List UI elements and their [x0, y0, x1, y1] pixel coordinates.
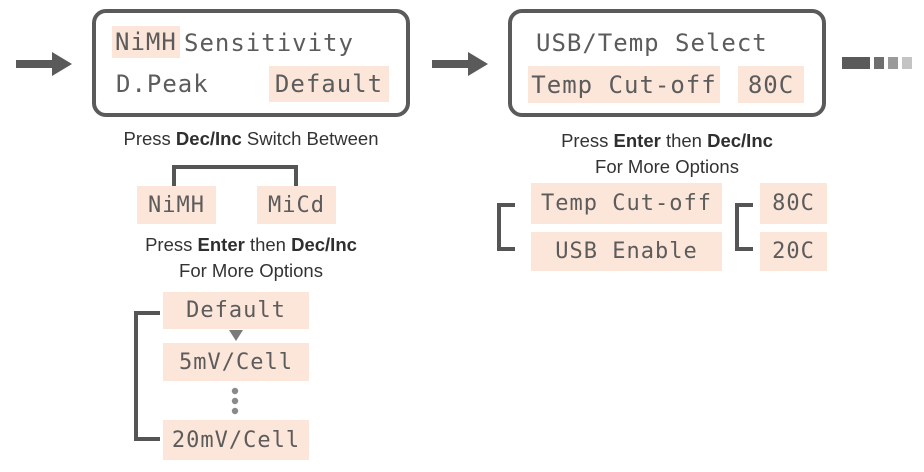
lcd-value: Default — [274, 70, 384, 98]
option-micd: MiCd — [257, 186, 336, 224]
sensitivity-option-default: Default — [163, 292, 309, 329]
lcd-screen-sensitivity: NiMH Sensitivity D.Peak Default — [92, 9, 410, 117]
lcd-screen-usb-temp: USB/Temp Select Temp Cut-off 80C — [508, 9, 826, 117]
continue-arrow-icon — [842, 57, 912, 69]
lcd-item: Temp Cut-off — [531, 70, 717, 99]
sensitivity-option-20mv: 20mV/Cell — [163, 420, 309, 460]
bracket-line — [134, 311, 138, 441]
bracket-line — [735, 203, 753, 207]
bracket-line — [497, 203, 515, 207]
lcd-value-highlight: Default — [269, 66, 389, 102]
next-arrow-icon — [432, 52, 488, 76]
bracket-line — [735, 203, 739, 251]
bracket-line — [497, 247, 515, 251]
ellipsis-icon — [231, 387, 239, 415]
arrow-down-icon — [229, 330, 243, 341]
instruction-dec-inc: Press Dec/Inc Switch Between — [123, 128, 379, 149]
bracket-connector — [172, 165, 298, 169]
bracket-line — [134, 437, 160, 441]
lcd-chemistry-highlight: NiMH — [112, 26, 180, 58]
temp-value-80c: 80C — [760, 183, 827, 224]
option-nimh: NiMH — [137, 186, 216, 224]
instruction-enter-dec-inc: Press Enter then Dec/Inc For More Option… — [145, 234, 357, 281]
lcd-temp-highlight: 80C — [738, 66, 804, 103]
usb-temp-option-usb-enable: USB Enable — [531, 232, 722, 271]
usb-temp-option-temp-cutoff: Temp Cut-off — [531, 183, 722, 224]
entry-arrow-icon — [16, 52, 72, 76]
lcd-temp: 80C — [747, 70, 795, 99]
temp-value-20c: 20C — [760, 232, 827, 271]
bracket-line — [497, 203, 501, 251]
lcd-mode: D.Peak — [116, 70, 209, 98]
instruction-enter-dec-inc-2: Press Enter then Dec/Inc For More Option… — [561, 130, 773, 177]
bracket-connector — [172, 165, 176, 189]
lcd-item-highlight: Temp Cut-off — [528, 66, 720, 103]
lcd-title: Sensitivity — [184, 29, 354, 57]
bracket-connector — [294, 165, 298, 189]
bracket-line — [134, 311, 160, 315]
sensitivity-option-5mv: 5mV/Cell — [163, 343, 309, 381]
bracket-line — [735, 247, 753, 251]
lcd-title: USB/Temp Select — [536, 29, 768, 57]
lcd-chemistry: NiMH — [115, 28, 177, 56]
